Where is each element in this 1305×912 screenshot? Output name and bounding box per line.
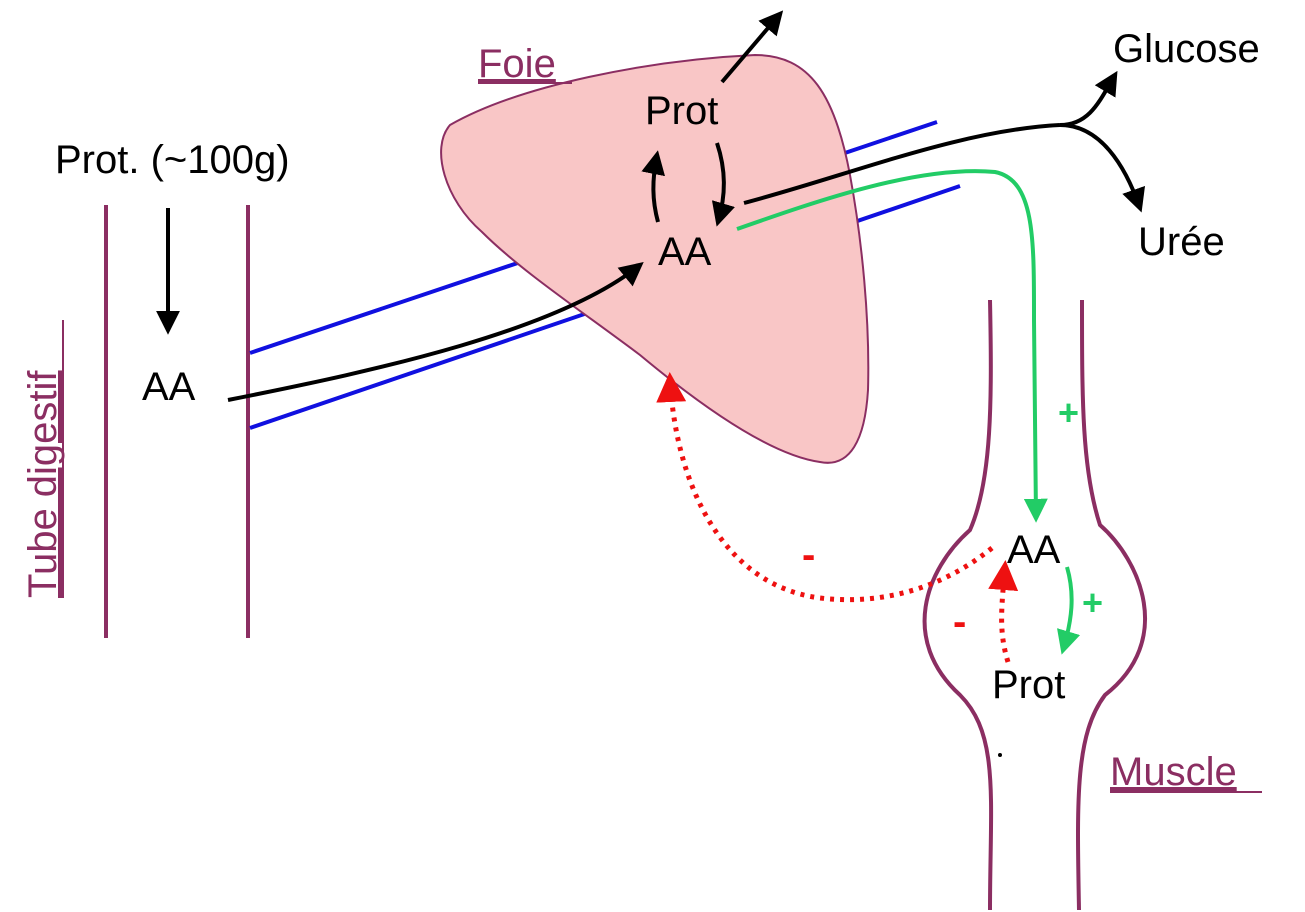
glucose-branch-arrow bbox=[1060, 75, 1115, 125]
liver-prot-label: Prot bbox=[645, 89, 718, 133]
gut-aa-label: AA bbox=[142, 365, 196, 409]
minus-liver-sign: - bbox=[802, 533, 815, 577]
plus-synthesis-sign: + bbox=[1082, 582, 1103, 623]
urea-branch-arrow bbox=[1060, 125, 1140, 208]
muscle-breakdown-inhibition-arrow bbox=[1002, 566, 1008, 662]
muscle-aa-label: AA bbox=[1007, 528, 1061, 572]
muscle-dot bbox=[998, 753, 1002, 757]
minus-muscle-sign: - bbox=[953, 600, 966, 644]
muscle-prot-label: Prot bbox=[992, 663, 1065, 707]
muscle-organ-label: Muscle bbox=[1110, 750, 1237, 794]
glucose-label: Glucose bbox=[1113, 27, 1260, 71]
dietary-protein-label: Prot. (~100g) bbox=[55, 138, 290, 182]
liver-aa-label: AA bbox=[658, 230, 712, 274]
urea-label: Urée bbox=[1138, 220, 1225, 264]
gut-organ-label: Tube digestif bbox=[21, 370, 65, 598]
plus-flow-sign: + bbox=[1058, 392, 1079, 433]
liver-organ-label: Foie bbox=[478, 42, 556, 86]
muscle-synthesis-arrow bbox=[1063, 567, 1072, 650]
